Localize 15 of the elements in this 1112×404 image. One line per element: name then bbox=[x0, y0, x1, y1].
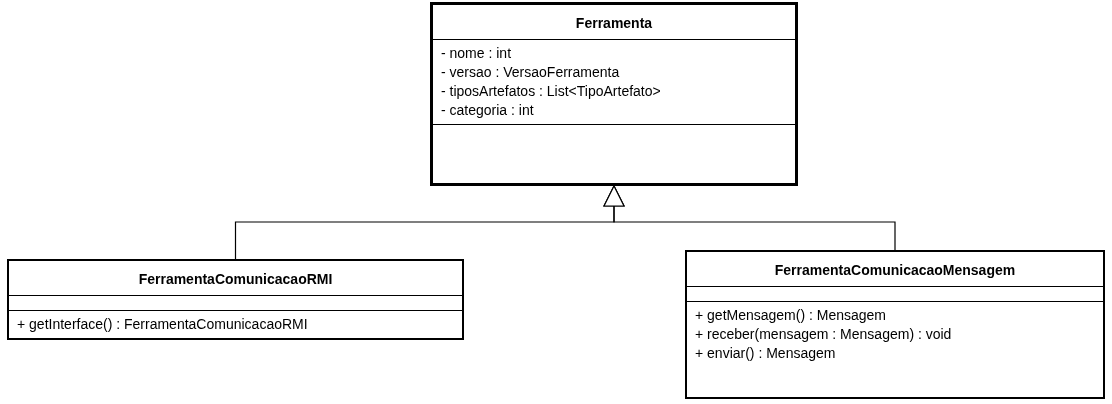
class-box bbox=[685, 250, 1105, 399]
class-name: FerramentaComunicacaoRMI bbox=[138, 271, 333, 287]
attribute-text: - nome : int bbox=[441, 44, 512, 63]
attribute-text: - versao : VersaoFerramenta bbox=[441, 63, 620, 82]
method-text: + enviar() : Mensagem bbox=[695, 344, 836, 363]
attribute-text: - categoria : int bbox=[441, 101, 534, 120]
method-text: + receber(mensagem : Mensagem) : void bbox=[695, 325, 952, 344]
attribute-text: - tiposArtefatos : List<TipoArtefato> bbox=[441, 82, 661, 101]
class-name: FerramentaComunicacaoMensagem bbox=[774, 262, 1016, 278]
method-text: + getInterface() : FerramentaComunicacaoRMI bbox=[17, 315, 308, 334]
class-box bbox=[7, 259, 464, 340]
class-name: Ferramenta bbox=[575, 15, 653, 31]
generalization-arrow bbox=[603, 185, 896, 251]
class-box bbox=[430, 2, 798, 186]
method-text: + getMensagem() : Mensagem bbox=[695, 306, 887, 325]
